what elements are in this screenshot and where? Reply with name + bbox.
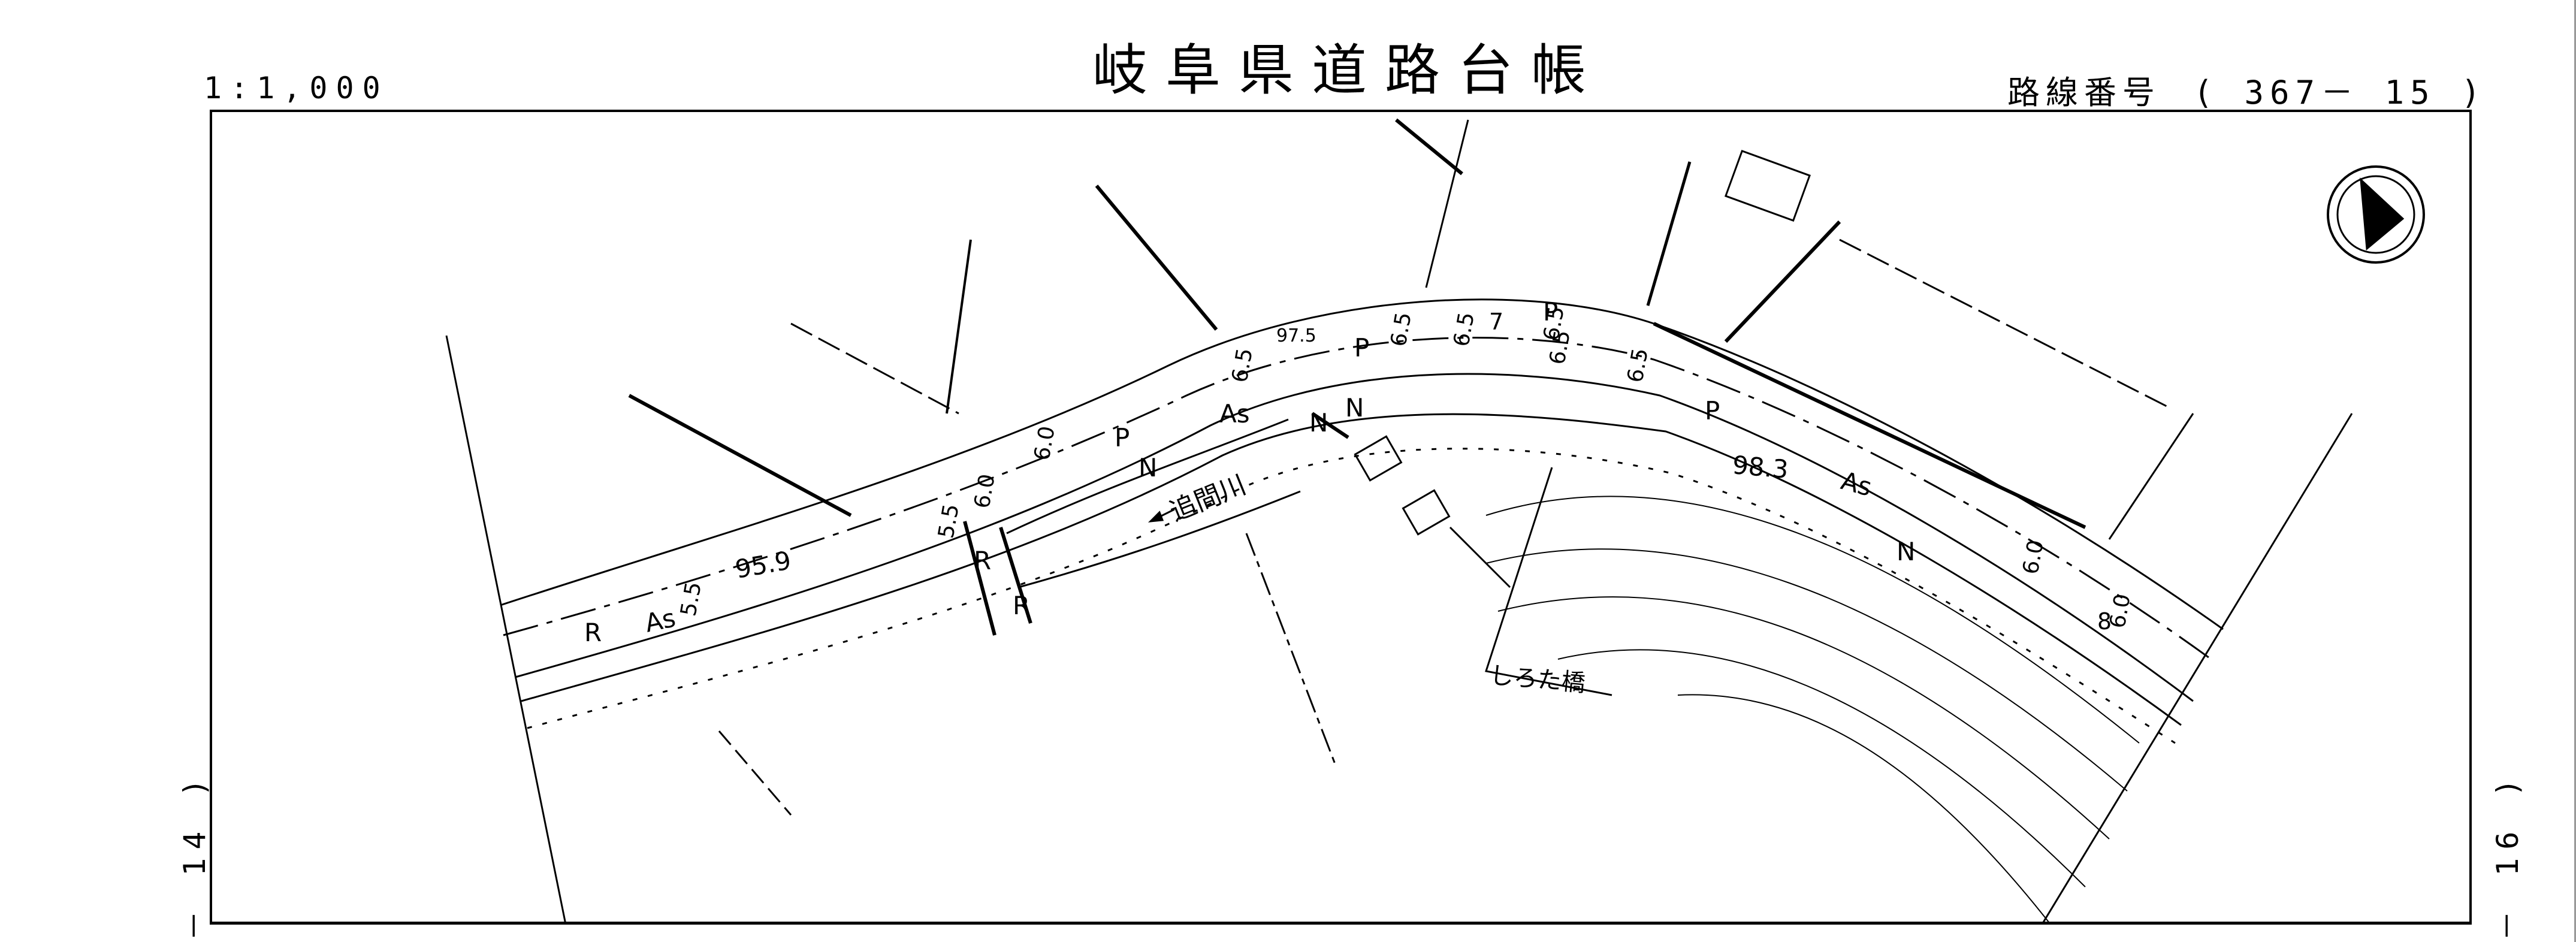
bridge-pier-1 (1354, 435, 1403, 482)
width-label-55a: 5.5 (676, 580, 706, 618)
bridge-pier-2 (1402, 489, 1451, 536)
road-shoulder-south (521, 413, 2182, 726)
road-center-line (503, 337, 2212, 660)
map-frame (210, 110, 2472, 925)
route-number-block: 路線番号 ( 367－ 15 ) (2007, 66, 2487, 113)
side-road-5 (1425, 119, 1469, 288)
contour-5 (1677, 694, 2050, 922)
pavement-label-1: As (642, 603, 678, 638)
mark-n-4: N (1896, 537, 1915, 566)
mark-r-3: R (1013, 591, 1030, 620)
property-line-east (1653, 322, 2086, 529)
width-label-65d: 6.5 (1545, 328, 1575, 367)
contour-2 (1485, 548, 2128, 792)
dashed-line-s (1245, 533, 1337, 768)
mark-p-2: P (1354, 333, 1369, 363)
width-label-65b: 6.5 (1386, 310, 1416, 349)
route-number-value: 367－ 15 (2244, 74, 2436, 111)
elevation-label-3: 98.3 (1731, 450, 1789, 484)
contour-4 (1557, 649, 2086, 887)
property-line-west (790, 322, 959, 415)
road-edge-south (515, 373, 2194, 702)
mark-p-3: P (1543, 297, 1558, 327)
side-road-6 (1646, 161, 1692, 306)
width-label-65c: 6.5 (1449, 310, 1479, 349)
width-label-65f: 6.5 (1539, 304, 1569, 343)
mark-r-1: R (584, 618, 602, 647)
sheet-boundary-right (2042, 413, 2353, 922)
width-label-7: 7 (1489, 309, 1503, 335)
bridge-parapet-west-2 (999, 527, 1032, 624)
road-edge-north (500, 298, 2224, 630)
side-road-2 (628, 394, 852, 517)
elevation-label-1: 95.9 (733, 545, 793, 584)
mark-p-1: P (1115, 423, 1130, 452)
bridge-label-leader (1485, 467, 1612, 696)
mark-r-2: R (974, 546, 991, 575)
bridge-stair-line (1449, 526, 1511, 588)
elevation-label-2: 97.5 (1276, 325, 1316, 346)
property-line-east-2 (1839, 238, 2170, 409)
contour-1 (1485, 496, 2140, 744)
width-label-60a: 6.0 (970, 472, 999, 511)
width-label-60d: 6.0 (2105, 592, 2135, 630)
road-outer-south (527, 448, 2176, 744)
river-bank-north (1006, 418, 1289, 535)
page-title: 岐阜県道路台帳 (1092, 38, 1604, 102)
mark-n-3: N (1345, 393, 1364, 422)
dashed-line-sw (718, 730, 792, 816)
width-label-65e: 6.5 (1623, 346, 1653, 385)
side-road-1 (1095, 185, 1218, 331)
route-number-label: 路線番号 (2007, 74, 2161, 111)
pavement-label-2: As (1219, 399, 1250, 428)
bridge-parapet-west-1 (963, 521, 996, 636)
contour-3 (1497, 596, 2110, 840)
route-open-paren: ( (2193, 74, 2219, 111)
north-arrow-icon (2360, 177, 2405, 250)
width-label-65a: 6.5 (1227, 346, 1257, 385)
bridge-name-label: しろた橋 (1488, 662, 1586, 698)
width-label-60c: 6.0 (2018, 538, 2048, 576)
building-outline (1725, 149, 1811, 222)
width-label-8: 8 (2097, 608, 2112, 635)
north-arrow-outer (2327, 165, 2425, 264)
mark-n-2: N (1309, 408, 1328, 437)
river-flow-arrowhead (1147, 511, 1164, 523)
side-road-7 (1724, 220, 1841, 343)
mark-p-4: P (1705, 396, 1720, 425)
bridge-parapet-east (1311, 412, 1349, 439)
mark-n-1: N (1138, 453, 1157, 482)
side-road-3 (946, 239, 972, 414)
property-line-east-3 (2108, 413, 2194, 540)
river-bank-south (1018, 490, 1301, 588)
sheet-boundary-left (445, 335, 566, 922)
pavement-label-3: As (1838, 466, 1875, 502)
north-arrow-inner (2336, 175, 2415, 254)
width-label-60b: 6.0 (1029, 424, 1059, 463)
map-scale: 1:1,000 (204, 71, 389, 105)
width-label-55b: 5.5 (934, 502, 964, 541)
side-road-4 (1395, 118, 1463, 176)
route-close-paren: ) (2461, 74, 2487, 111)
